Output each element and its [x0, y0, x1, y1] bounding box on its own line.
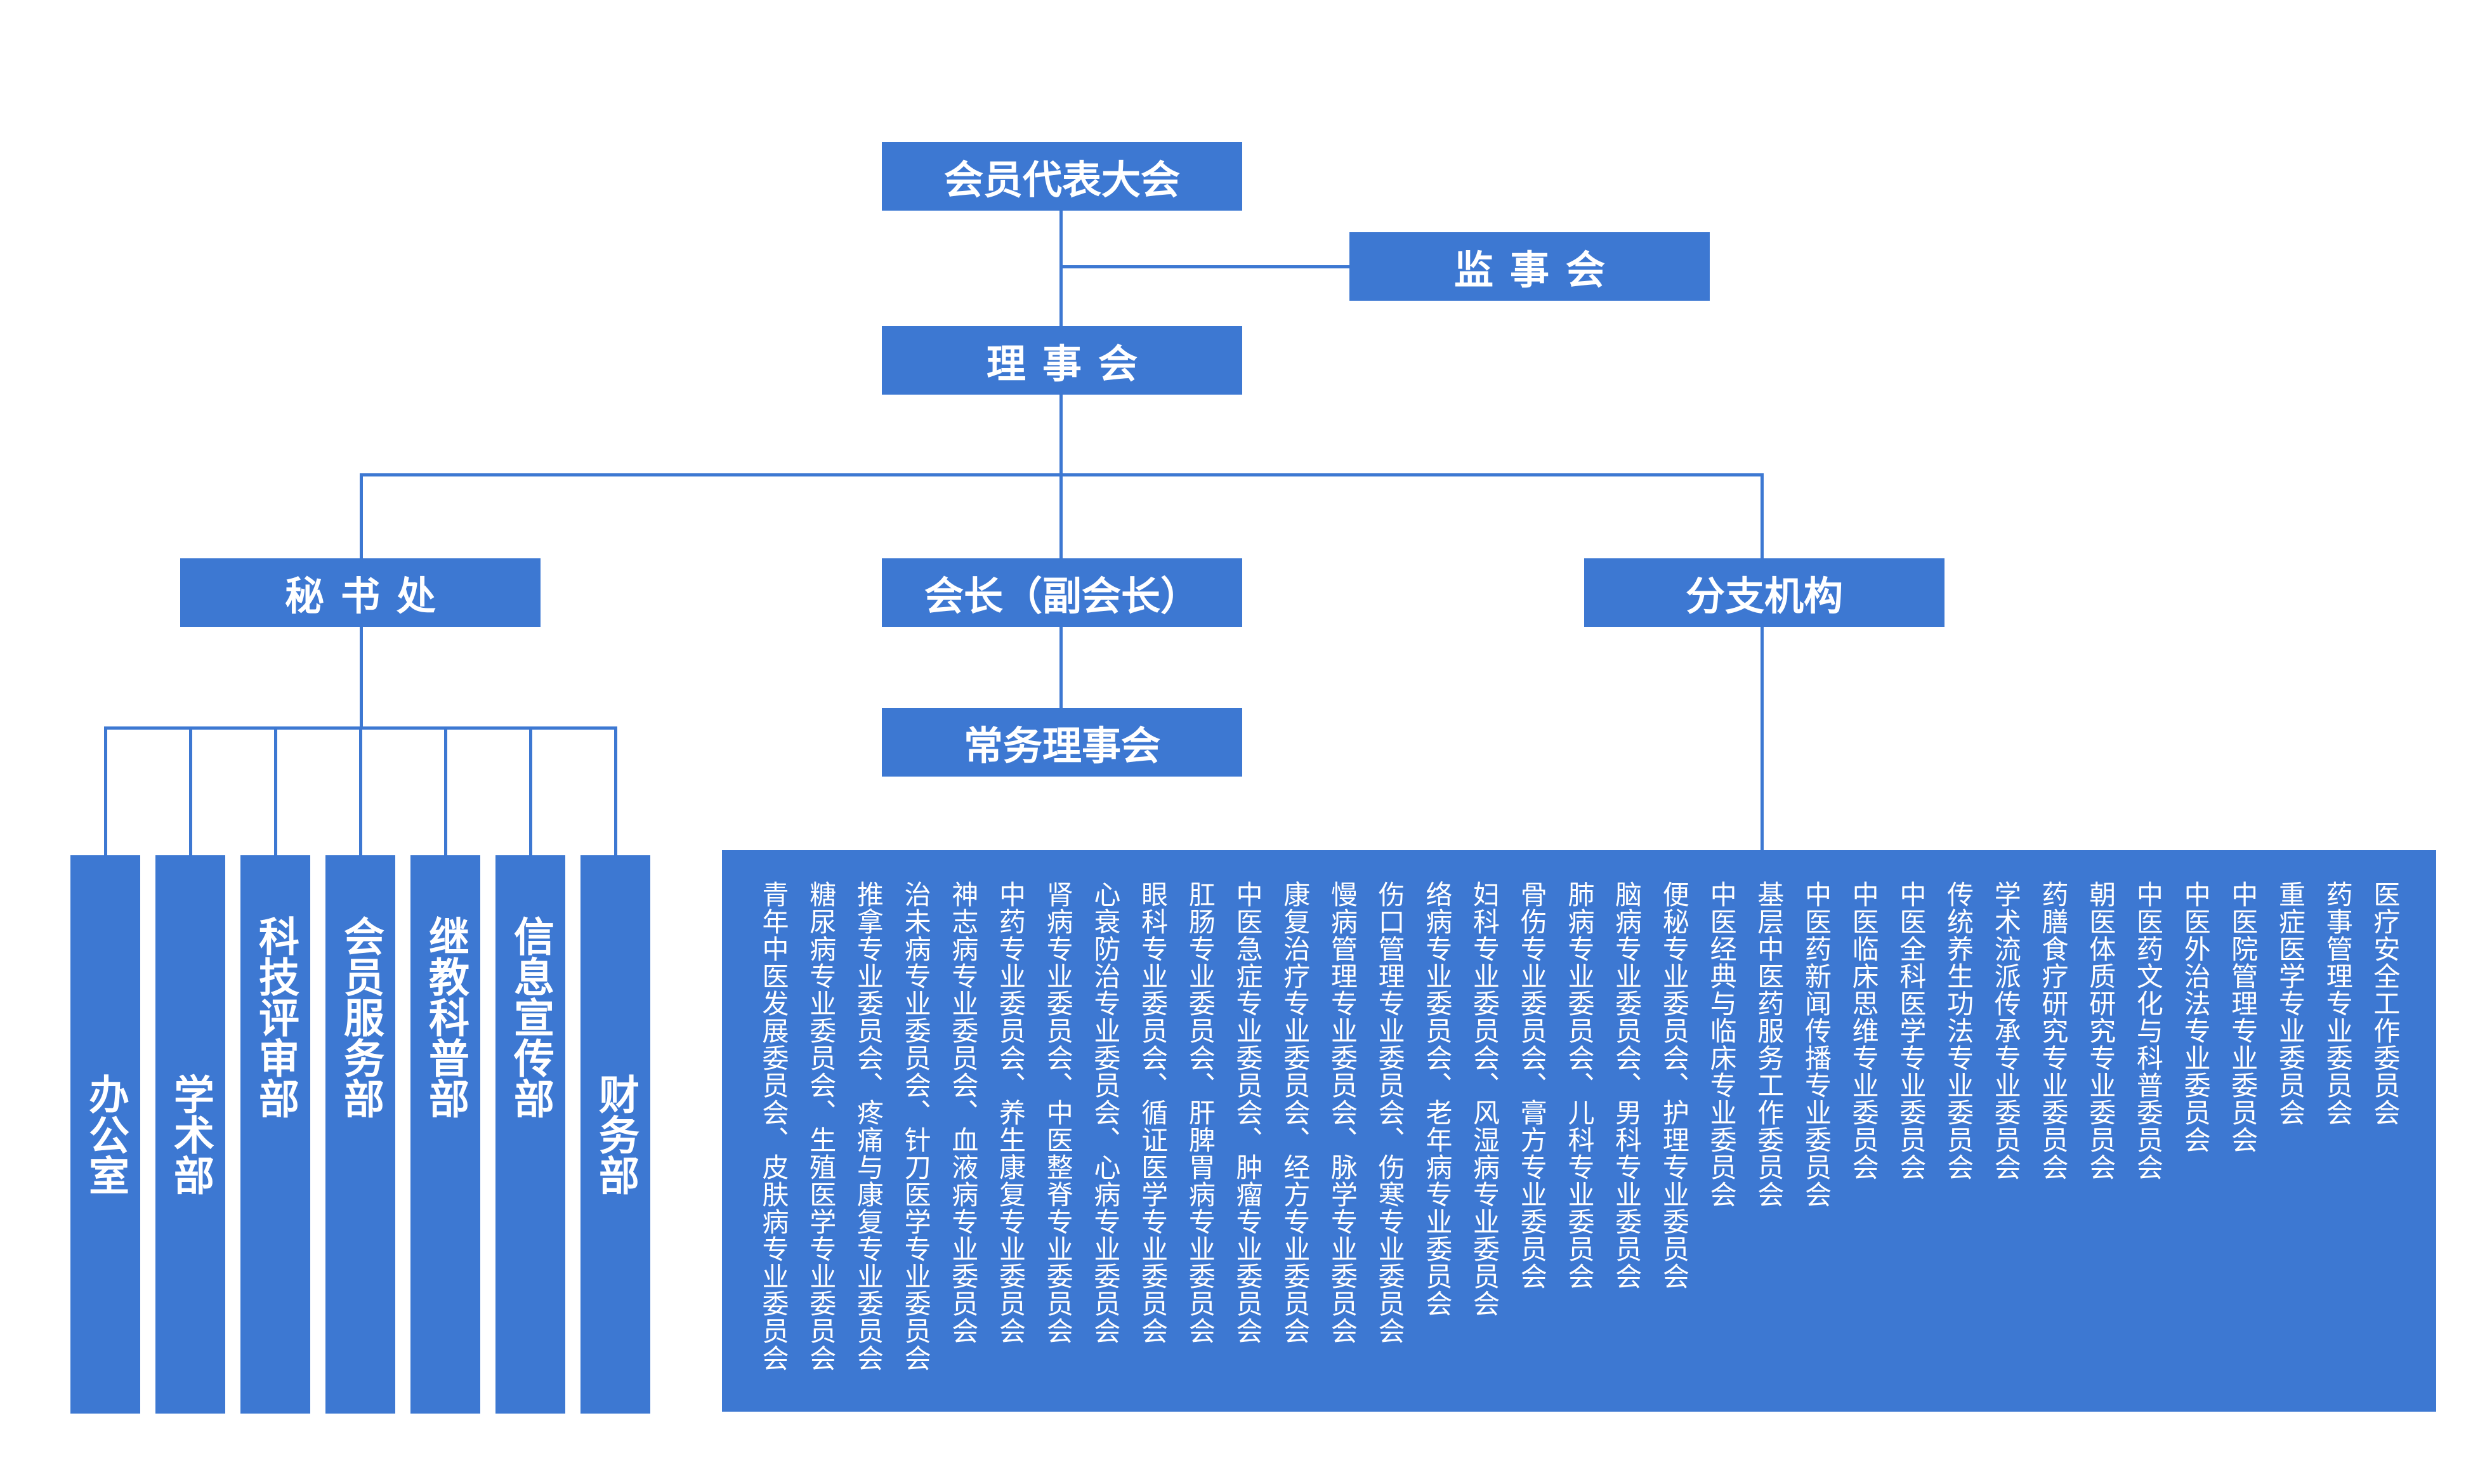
branch-item: 骨伤专业委员会、膏方专业委员会 — [1516, 881, 1548, 1290]
branch-item: 肺病专业委员会、儿科专业委员会 — [1563, 881, 1595, 1290]
connector-dept-1 — [104, 726, 107, 857]
supervisory-node: 监事会 — [1349, 232, 1710, 301]
branch-item: 神志病专业委员会、血液病专业委员会 — [947, 881, 979, 1344]
branch-item: 中医经典与临床专业委员会 — [1706, 881, 1738, 1208]
branch-item: 青年中医发展委员会、皮肤病专业委员会 — [758, 881, 789, 1372]
connector-dept-2 — [189, 726, 192, 857]
connector-dept-3 — [274, 726, 277, 857]
dept-publicity: 信息宣传部 — [495, 855, 565, 1414]
connector-president-standing — [1059, 626, 1063, 708]
branch-item: 中医药文化与科普委员会 — [2132, 881, 2164, 1181]
branch-item: 中医院管理专业委员会 — [2227, 881, 2259, 1153]
branch-item: 中医外治法专业委员会 — [2180, 881, 2212, 1153]
branch-item: 妇科专业委员会、风湿病专业委员会 — [1469, 881, 1500, 1317]
branch-item: 中医临床思维专业委员会 — [1848, 881, 1880, 1181]
branch-item: 糖尿病专业委员会、生殖医学专业委员会 — [805, 881, 837, 1372]
branch-item: 中医药新闻传播专业委员会 — [1800, 881, 1832, 1208]
branch-item: 中药专业委员会、养生康复专业委员会 — [995, 881, 1026, 1344]
branch-item: 重症医学专业委员会 — [2274, 881, 2306, 1126]
branch-item: 心衰防治专业委员会、心病专业委员会 — [1089, 881, 1121, 1344]
branch-item: 传统养生功法专业委员会 — [1943, 881, 1974, 1181]
branch-item: 眼科专业委员会、循证医学专业委员会 — [1137, 881, 1169, 1344]
connector-dept-4 — [359, 726, 362, 857]
dept-academic: 学术部 — [155, 855, 225, 1414]
connector-dept-5 — [444, 726, 447, 857]
branch-item: 医疗安全工作委员会 — [2369, 881, 2401, 1126]
connector-assembly-council — [1059, 209, 1063, 330]
branch-item: 朝医体质研究专业委员会 — [2085, 881, 2116, 1181]
connector-council-president — [1059, 393, 1063, 560]
branch-item: 学术流派传承专业委员会 — [1990, 881, 2022, 1181]
dept-continuing-education: 继教科普部 — [410, 855, 480, 1414]
connector-supervisory — [1059, 265, 1351, 268]
branch-item: 药事管理专业委员会 — [2322, 881, 2354, 1126]
council-node: 理事会 — [882, 326, 1242, 395]
connector-dept-7 — [614, 726, 617, 857]
dept-finance: 财务部 — [580, 855, 650, 1414]
branch-item: 络病专业委员会、老年病专业委员会 — [1421, 881, 1453, 1317]
connector-branches-down — [1761, 626, 1764, 851]
branch-item: 慢病管理专业委员会、脉学专业委员会 — [1327, 881, 1358, 1344]
assembly-node: 会员代表大会 — [882, 142, 1242, 211]
connector-dept-6 — [529, 726, 532, 857]
branches-node: 分支机构 — [1584, 558, 1944, 627]
president-node: 会长（副会长） — [882, 558, 1242, 627]
secretariat-node: 秘书处 — [180, 558, 541, 627]
branch-item: 肾病专业委员会、中医整脊专业委员会 — [1042, 881, 1074, 1344]
branch-item: 推拿专业委员会、疼痛与康复专业委员会 — [853, 881, 884, 1372]
dept-office: 办公室 — [70, 855, 140, 1414]
branch-item: 治未病专业委员会、针刀医学专业委员会 — [900, 881, 932, 1372]
dept-tech-review: 科技评审部 — [240, 855, 310, 1414]
branch-item: 脑病专业委员会、男科专业委员会 — [1611, 881, 1643, 1290]
branch-item: 伤口管理专业委员会、伤寒专业委员会 — [1374, 881, 1406, 1344]
branch-item: 康复治疗专业委员会、经方专业委员会 — [1279, 881, 1311, 1344]
connector-top-bus — [360, 473, 1764, 476]
connector-secretariat-drop — [360, 473, 363, 560]
branch-item: 基层中医药服务工作委员会 — [1753, 881, 1785, 1208]
branch-item: 肛肠专业委员会、肝脾胃病专业委员会 — [1184, 881, 1216, 1344]
connector-branches-drop — [1761, 473, 1764, 560]
branch-committees-panel: 医疗安全工作委员会 药事管理专业委员会 重症医学专业委员会 中医院管理专业委员会… — [722, 850, 2436, 1412]
branch-item: 药膳食疗研究专业委员会 — [2037, 881, 2069, 1181]
branch-item: 中医急症专业委员会、肿瘤专业委员会 — [1232, 881, 1264, 1344]
connector-secretariat-down — [360, 626, 363, 728]
branch-item: 中医全科医学专业委员会 — [1895, 881, 1927, 1181]
standing-council-node: 常务理事会 — [882, 708, 1242, 777]
dept-member-service: 会员服务部 — [325, 855, 395, 1414]
branch-item: 便秘专业委员会、护理专业委员会 — [1658, 881, 1690, 1290]
